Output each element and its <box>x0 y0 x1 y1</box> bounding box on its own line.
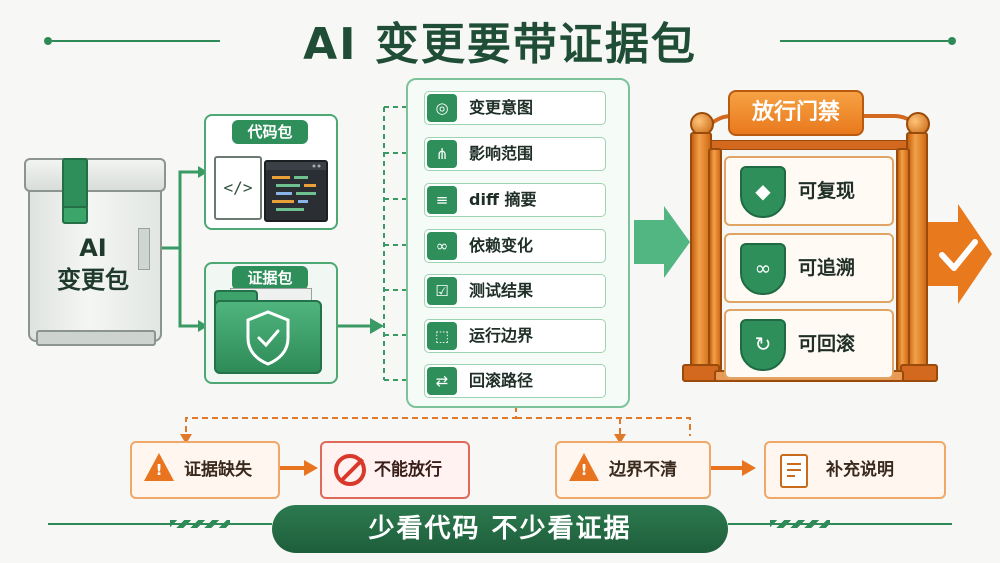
link-icon: ∞ <box>427 232 457 260</box>
evidence-item: ☑ 测试结果 <box>424 274 606 308</box>
evidence-item-label: 依赖变化 <box>469 236 534 255</box>
gate-crossbar <box>700 140 920 150</box>
change-package-label-line1: AI <box>79 234 107 262</box>
gate-card-label: 可复现 <box>798 180 856 202</box>
code-editor-icon <box>264 160 328 222</box>
arrowhead <box>198 320 208 332</box>
warning-icon <box>144 453 174 481</box>
document-edit-icon <box>780 454 808 488</box>
evidence-item-label: 影响范围 <box>469 144 534 163</box>
checklist-icon: ☑ <box>427 277 457 305</box>
arrowhead <box>370 318 384 334</box>
alert-cannot-pass-label: 不能放行 <box>374 460 442 480</box>
alert-cannot-pass: 不能放行 <box>320 441 470 499</box>
code-lines <box>266 162 326 211</box>
shield-check-icon <box>246 310 290 366</box>
gate-card-label: 可回滚 <box>798 333 856 355</box>
arrowhead <box>198 166 208 178</box>
arrowhead <box>614 434 626 444</box>
evidence-item: ∞ 依赖变化 <box>424 229 606 263</box>
evidence-item: ⬚ 运行边界 <box>424 319 606 353</box>
network-icon: ⋔ <box>427 140 457 168</box>
box-side-handle <box>138 228 150 270</box>
page-title: AI 变更要带证据包 <box>303 19 697 70</box>
gate-card: ∞ 可追溯 <box>724 233 894 303</box>
arrowhead <box>742 460 756 476</box>
evidence-item: ⇄ 回滚路径 <box>424 364 606 398</box>
check-icon <box>939 239 978 271</box>
diff-doc-icon: ≡ <box>427 186 457 214</box>
evidence-item-label: 变更意图 <box>469 98 534 117</box>
title-rule-left <box>52 40 220 42</box>
cube-shield-icon: ◆ <box>740 166 786 218</box>
connector-to-code <box>160 170 202 250</box>
link-shield-icon: ∞ <box>740 243 786 295</box>
alert-add-explanation-label: 补充说明 <box>826 460 894 480</box>
evidence-item: ⋔ 影响范围 <box>424 137 606 171</box>
title-rule-dot-left <box>44 37 52 45</box>
warning-mark: ! <box>580 461 588 479</box>
evidence-item-label: 测试结果 <box>469 281 534 300</box>
document-lines <box>787 463 801 477</box>
gate-card: ◆ 可复现 <box>724 156 894 226</box>
change-package-label: AI 变更包 <box>28 232 158 296</box>
gate-pillar-right-inner <box>896 148 910 372</box>
target-icon: ◎ <box>427 94 457 122</box>
alert-missing-evidence: ! 证据缺失 <box>130 441 280 499</box>
box-foot <box>36 330 156 346</box>
evidence-item-label: 运行边界 <box>469 326 534 345</box>
alert-add-explanation: 补充说明 <box>764 441 946 499</box>
change-package-label-line2: 变更包 <box>57 266 129 294</box>
slogan-stripe-right <box>770 520 830 528</box>
warning-mark: ! <box>155 461 163 479</box>
boundary-icon: ⬚ <box>427 322 457 350</box>
box-strap <box>62 158 88 210</box>
alert-missing-evidence-label: 证据缺失 <box>184 460 252 480</box>
rollback-icon: ⇄ <box>427 367 457 395</box>
approve-arrow <box>922 204 992 304</box>
undo-shield-icon: ↻ <box>740 319 786 371</box>
evidence-item: ≡ diff 摘要 <box>424 183 606 217</box>
gate-banner: 放行门禁 <box>728 90 864 136</box>
slogan-banner: 少看代码 不少看证据 <box>272 505 728 553</box>
dashed-branch-left <box>185 406 517 436</box>
title-rule-right <box>780 40 948 42</box>
evidence-item: ◎ 变更意图 <box>424 91 606 125</box>
evidence-package-tag: 证据包 <box>232 266 308 290</box>
dashed-branch-right <box>516 417 691 436</box>
big-arrow-to-gate <box>634 206 690 278</box>
arrowhead <box>180 434 192 444</box>
gate-card: ↻ 可回滚 <box>724 309 894 379</box>
evidence-folder-icon <box>214 300 322 374</box>
evidence-item-label: 回滚路径 <box>469 371 534 390</box>
slogan-stripe-left <box>170 520 230 528</box>
warning-icon <box>569 453 599 481</box>
gate-card-label: 可追溯 <box>798 257 856 279</box>
code-file-icon: </> <box>214 156 262 220</box>
forbidden-icon <box>334 454 366 486</box>
box-latch <box>62 206 88 224</box>
alert-unclear-boundary-label: 边界不清 <box>609 460 677 480</box>
box-lid <box>24 158 166 192</box>
title-rule-dot-right <box>948 37 956 45</box>
gate-base-right <box>900 364 938 382</box>
connector-to-evidence <box>160 246 202 328</box>
arrowhead <box>304 460 318 476</box>
gate-pillar-left-inner <box>708 148 722 372</box>
alert-unclear-boundary: ! 边界不清 <box>555 441 711 499</box>
code-package-tag: 代码包 <box>232 120 308 144</box>
evidence-item-label: diff 摘要 <box>469 190 537 209</box>
